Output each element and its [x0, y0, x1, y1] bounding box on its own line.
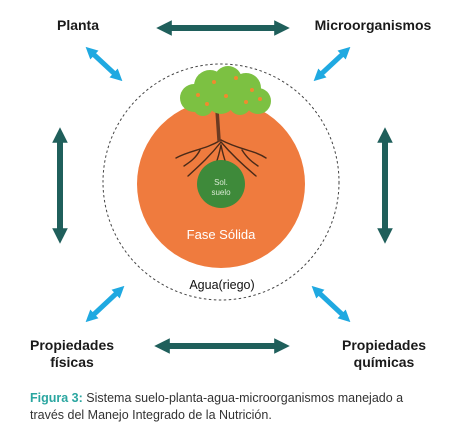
tree-icon: Sol. suelo	[175, 66, 271, 208]
figure-caption-text: Sistema suelo-planta-agua-microorganismo…	[30, 391, 404, 422]
label-propiedades-fisicas: Propiedades físicas	[22, 337, 122, 371]
label-propiedades-quimicas-line2: químicas	[353, 354, 415, 370]
label-planta: Planta	[56, 17, 99, 33]
figure-caption: Figura 3: Sistema suelo-planta-agua-micr…	[30, 390, 430, 424]
diagonal-arrow-top-left	[85, 46, 123, 82]
label-propiedades-quimicas-line1: Propiedades	[341, 337, 427, 353]
label-propiedades-fisicas-line2: físicas	[50, 354, 94, 370]
solid-phase-label: Fase Sólida	[187, 227, 256, 242]
label-microorganismos: Microorganismos	[314, 17, 432, 33]
soil-solution-label-1: Sol.	[214, 178, 228, 187]
label-propiedades-fisicas-line1: Propiedades	[29, 337, 115, 353]
water-ring	[102, 63, 340, 301]
soil-solution-label-2: suelo	[211, 188, 231, 197]
soil-solution-ball	[197, 160, 245, 208]
diagonal-arrow-top-right	[313, 46, 351, 82]
figure-caption-label: Figura 3:	[30, 391, 83, 405]
water-label: Agua(riego)	[189, 278, 254, 292]
diagonal-arrow-bottom-right	[311, 285, 351, 323]
diagonal-arrow-bottom-left	[85, 285, 125, 323]
label-propiedades-quimicas: Propiedades químicas	[334, 337, 434, 371]
